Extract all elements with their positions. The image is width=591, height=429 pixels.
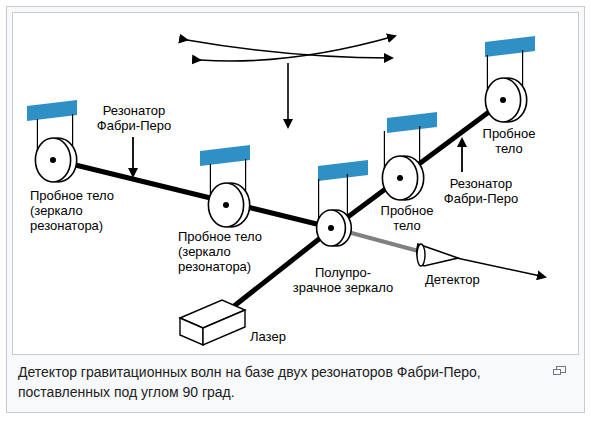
beam-spot [500, 97, 506, 103]
mirror-face [382, 156, 417, 200]
figure-frame [7, 7, 585, 413]
test-mass-label: Пробное тело [376, 203, 438, 233]
mirror-face [208, 183, 243, 227]
resonator-label: Резонатор Фабри-Перо [88, 103, 180, 133]
suspension-plate [387, 112, 437, 133]
beam-spot [328, 225, 334, 231]
beam-spot [223, 202, 229, 208]
suspended-mirror [382, 112, 437, 200]
wave-arrows [187, 36, 395, 127]
enlarge-icon [554, 367, 566, 375]
laser-label: Лазер [250, 329, 310, 344]
test-mass-label: Пробное тело (зеркало резонатора) [178, 229, 274, 274]
suspension-plate [485, 36, 535, 57]
resonator-label: Резонатор Фабри-Перо [433, 176, 529, 206]
suspended-mirror [27, 100, 77, 182]
beam-spot [397, 175, 403, 181]
beams [55, 100, 505, 314]
suspension-plate [200, 145, 250, 166]
suspended-mirror [485, 36, 535, 122]
beam-spot [50, 157, 56, 163]
beam-splitter-label: Полупро- зрачное зеркало [290, 265, 396, 295]
mirror-face [485, 78, 520, 122]
suspended-mirror [200, 145, 250, 227]
suspension-plate [27, 100, 77, 121]
test-mass-label: Пробное тело (зеркало резонатора) [30, 188, 126, 233]
mirror-face [317, 210, 346, 246]
test-mass-label: Пробное тело [478, 126, 540, 156]
suspension-plate [318, 160, 368, 181]
suspended-mirror [317, 160, 368, 246]
mirror-face [35, 138, 70, 182]
detector-label: Детектор [425, 272, 505, 287]
image-panel [13, 13, 579, 355]
figure-caption: Детектор гравитационных волн на базе дву… [18, 362, 548, 402]
laser-box [180, 300, 245, 345]
